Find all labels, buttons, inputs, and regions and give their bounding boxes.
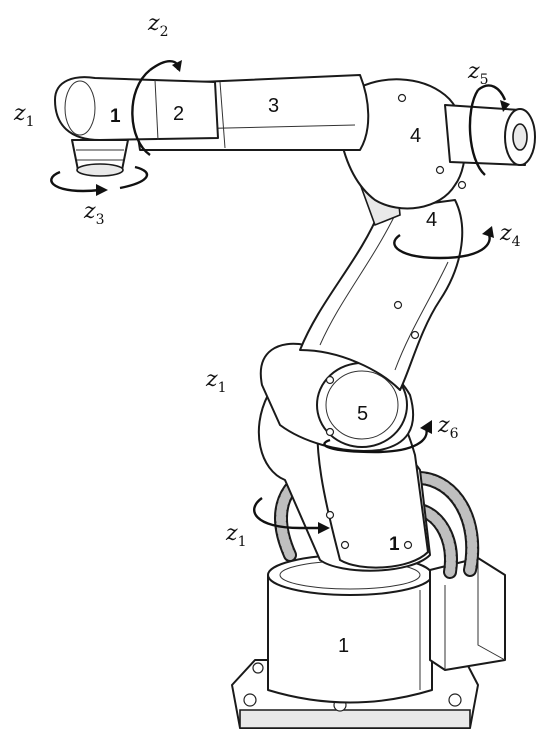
- tool-flange-face: [76, 163, 124, 177]
- wrist-flange-bore: [512, 123, 528, 151]
- elbow-housing: [339, 78, 467, 210]
- z5-rotation-arrow-tip: [477, 84, 507, 101]
- upper-link-seam: [219, 81, 226, 149]
- z3-arrowhead: [96, 184, 108, 196]
- axis-labels: z1 z2 z3 z5 z4 z1 z6 z1: [13, 11, 521, 550]
- wrist-cylinder: [444, 104, 526, 166]
- controller-box-edge: [477, 558, 506, 661]
- shoulder-cap-ring: [325, 370, 399, 440]
- link-label-tool: 1: [110, 106, 121, 127]
- middle-link-contour: [394, 261, 449, 371]
- z4-rotation-arrow: [393, 231, 491, 260]
- z6-arrowhead: [420, 420, 432, 434]
- link-numbers: 1 2 3 4 4 5 1 1: [110, 95, 437, 657]
- z2-rotation-arrow: [131, 69, 151, 156]
- z1-rotation-arrow: [253, 497, 301, 530]
- base-assembly: [231, 554, 506, 729]
- elbow-bolt: [397, 93, 407, 103]
- axis-label-z2: z2: [147, 11, 169, 40]
- base-plate-edge: [239, 709, 471, 729]
- axis-label-z1-top: z1: [13, 101, 35, 130]
- base-bolt: [448, 693, 462, 707]
- link-label-waist: 1: [389, 534, 400, 555]
- link-label-5: 5: [357, 403, 368, 425]
- z3-rotation-arrow-back: [119, 165, 149, 190]
- z4-arrowhead: [482, 226, 494, 238]
- middle-link-contour: [319, 214, 396, 346]
- base-bolt: [243, 693, 257, 707]
- axis-label-z3: z3: [83, 199, 105, 228]
- middle-bolt: [457, 180, 467, 190]
- link-label-3: 3: [268, 95, 279, 117]
- z5-arrowhead: [500, 100, 510, 112]
- z3-rotation-arrow: [50, 170, 101, 193]
- link-label-4-top: 4: [410, 125, 421, 147]
- head-seam: [154, 79, 159, 141]
- link-label-4-mid: 4: [426, 209, 437, 231]
- end-effector-head: [54, 76, 219, 141]
- shoulder-bolt: [325, 375, 335, 385]
- middle-link: [299, 199, 464, 391]
- elbow-bolt: [435, 165, 445, 175]
- shoulder-bolt: [325, 427, 335, 437]
- middle-bolt: [393, 300, 403, 310]
- axis-label-z5: z5: [467, 59, 489, 88]
- right-hose-ribs: [415, 473, 478, 575]
- waist-bolt: [340, 540, 350, 550]
- lower-arm: [257, 342, 431, 572]
- waist-bolt: [325, 510, 335, 520]
- head-cap: [64, 80, 96, 136]
- axis-label-z1-mid: z1: [205, 367, 227, 396]
- z6-rotation-arrow: [323, 427, 428, 454]
- link-label-2: 2: [173, 103, 184, 125]
- middle-bolt: [410, 330, 420, 340]
- waist-bolt: [403, 540, 413, 550]
- axis-label-z4: z4: [499, 221, 521, 250]
- rotation-arrows: [50, 60, 510, 534]
- z1-arrowhead: [318, 522, 330, 534]
- base-drum: [267, 574, 433, 704]
- z5-rotation-arrow: [468, 89, 486, 176]
- axis-label-z6: z6: [437, 413, 459, 442]
- link-label-base: 1: [338, 635, 349, 657]
- upper-arm: [54, 74, 536, 210]
- axis-label-z1-low: z1: [225, 521, 247, 550]
- base-bolt: [252, 662, 264, 674]
- z2-arrowhead: [172, 60, 182, 72]
